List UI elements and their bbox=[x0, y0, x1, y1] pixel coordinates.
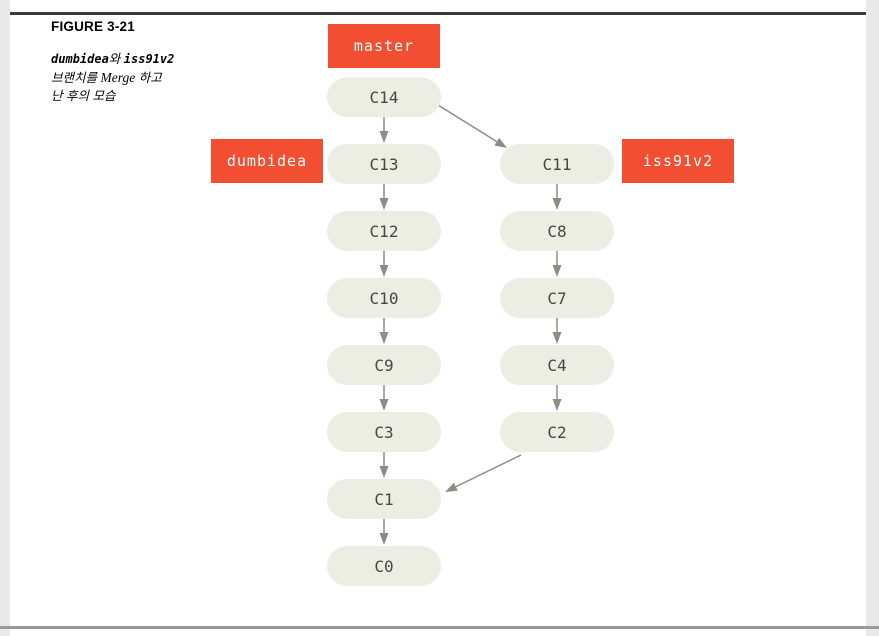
caption-line: 브랜치를 Merge 하고 bbox=[51, 69, 181, 88]
commit-node-C12: C12 bbox=[327, 211, 441, 251]
arrow-C2-C1 bbox=[445, 454, 522, 492]
commit-node-C7: C7 bbox=[500, 278, 614, 318]
arrow-C7-C4 bbox=[552, 318, 562, 344]
bottom-rule bbox=[0, 626, 879, 629]
arrow-C11-C8 bbox=[552, 184, 562, 210]
caption-segment: 하고 bbox=[135, 70, 162, 85]
branch-label-dumbidea: dumbidea bbox=[211, 139, 323, 183]
figure-label: FIGURE 3-21 bbox=[51, 19, 135, 34]
commit-node-C13: C13 bbox=[327, 144, 441, 184]
commit-node-C14: C14 bbox=[327, 77, 441, 117]
arrow-C3-C1 bbox=[379, 452, 389, 478]
caption-line: 난 후의 모습 bbox=[51, 87, 181, 106]
arrow-C8-C7 bbox=[552, 251, 562, 277]
caption-segment: 브랜치를 bbox=[51, 70, 101, 85]
arrow-C9-C3 bbox=[379, 385, 389, 411]
caption-segment: iss91v2 bbox=[123, 52, 175, 66]
arrow-C4-C2 bbox=[552, 385, 562, 411]
branch-label-iss91v2: iss91v2 bbox=[622, 139, 734, 183]
caption-segment: 난 후의 모습 bbox=[51, 89, 116, 103]
arrow-C13-C12 bbox=[379, 184, 389, 210]
branch-label-master: master bbox=[328, 24, 440, 68]
right-edge-strip bbox=[866, 0, 879, 636]
commit-node-C1: C1 bbox=[327, 479, 441, 519]
arrow-C14-C13 bbox=[379, 117, 389, 143]
top-rule bbox=[10, 12, 866, 15]
arrow-C1-C0 bbox=[379, 519, 389, 545]
commit-node-C11: C11 bbox=[500, 144, 614, 184]
caption-segment: 와 bbox=[108, 52, 124, 66]
left-edge-strip bbox=[0, 0, 10, 636]
commit-node-C9: C9 bbox=[327, 345, 441, 385]
commit-node-C2: C2 bbox=[500, 412, 614, 452]
caption-segment: Merge bbox=[100, 69, 136, 85]
caption-line: dumbidea와 iss91v2 bbox=[51, 50, 181, 69]
commit-node-C4: C4 bbox=[500, 345, 614, 385]
arrow-C12-C10 bbox=[379, 251, 389, 277]
arrow-C14-C11 bbox=[437, 104, 507, 148]
commit-node-C3: C3 bbox=[327, 412, 441, 452]
commit-node-C8: C8 bbox=[500, 211, 614, 251]
arrow-C10-C9 bbox=[379, 318, 389, 344]
commit-node-C10: C10 bbox=[327, 278, 441, 318]
caption-segment: dumbidea bbox=[51, 52, 109, 66]
commit-node-C0: C0 bbox=[327, 546, 441, 586]
